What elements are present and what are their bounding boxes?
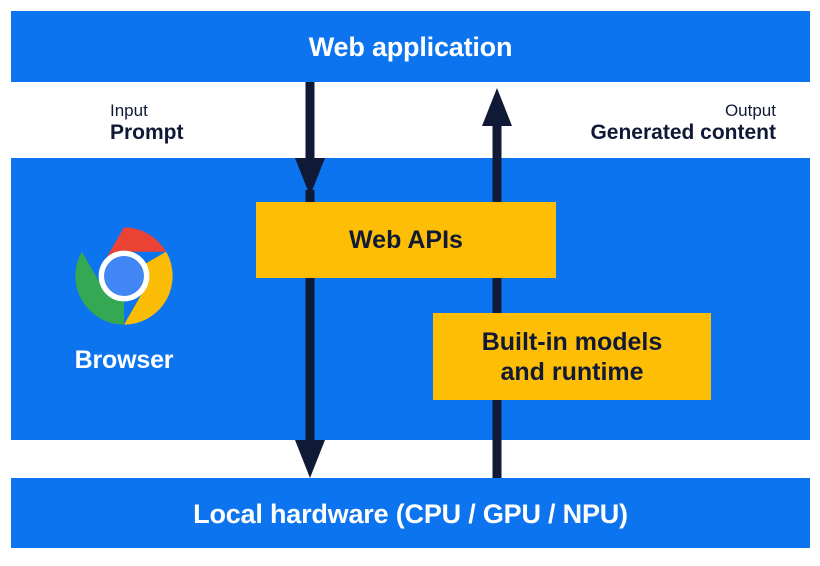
output-kicker: Output: [724, 101, 776, 120]
output-label: Generated content: [590, 121, 776, 145]
input-kicker: Input: [110, 101, 148, 120]
local-hardware-label: Local hardware (CPU / GPU / NPU): [193, 499, 628, 529]
builtin-models-line1: Built-in models: [481, 327, 663, 356]
builtin-models-line2: and runtime: [500, 357, 644, 386]
local-hardware-band: Local hardware (CPU / GPU / NPU): [11, 478, 810, 548]
input-label: Prompt: [110, 121, 184, 145]
output-caption: Output Generated content: [590, 101, 776, 146]
web-application-label: Web application: [308, 32, 513, 62]
builtin-models-box: Built-in models and runtime: [433, 313, 711, 400]
web-apis-label: Web APIs: [349, 225, 463, 254]
web-application-band: Web application: [11, 11, 810, 82]
chrome-logo-icon: [75, 227, 173, 325]
builtin-models-label: Built-in models and runtime: [482, 327, 663, 387]
input-caption: Input Prompt: [110, 101, 184, 146]
web-apis-box: Web APIs: [256, 202, 556, 278]
browser-block: Browser: [60, 222, 188, 375]
browser-label: Browser: [74, 346, 174, 374]
